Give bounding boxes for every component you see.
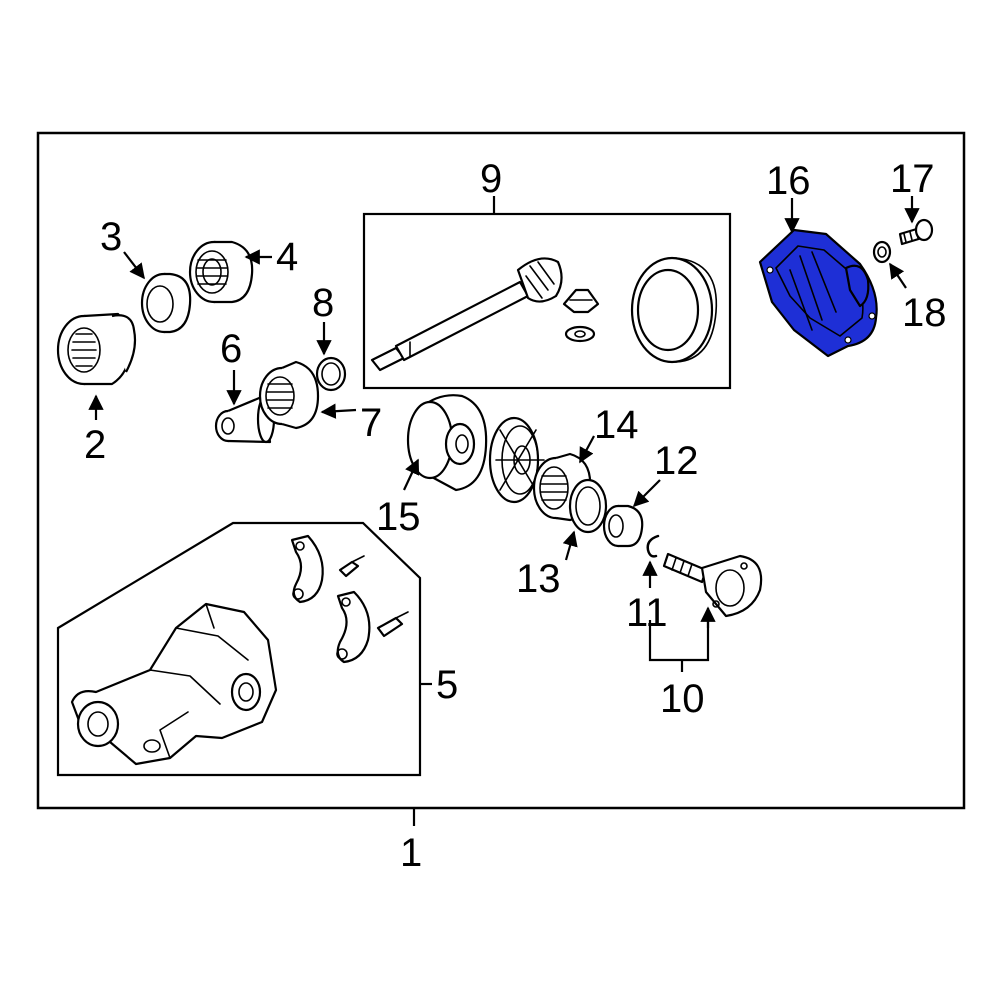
callout-4: 4 xyxy=(276,235,298,279)
callout-7: 7 xyxy=(360,401,382,445)
part-16-rear-cover[interactable] xyxy=(758,228,878,358)
part-5-upper-bracket[interactable] xyxy=(290,534,365,604)
assembly-frame xyxy=(36,131,966,810)
part-9-ring-gear[interactable] xyxy=(630,256,718,364)
part-15-diff-case[interactable] xyxy=(406,394,488,492)
callout-3: 3 xyxy=(100,215,122,259)
callout-13: 13 xyxy=(516,557,561,601)
callout-2: 2 xyxy=(84,423,106,467)
callout-18: 18 xyxy=(902,291,947,335)
part-9-side-gear[interactable] xyxy=(562,288,600,343)
callout-8: 8 xyxy=(312,281,334,325)
part-13-shim[interactable] xyxy=(568,478,608,534)
callout-15: 15 xyxy=(376,495,421,539)
part-9-pinion-shaft[interactable] xyxy=(370,257,563,372)
callout-12: 12 xyxy=(654,439,699,483)
callout-16: 16 xyxy=(766,159,811,203)
carrier-box xyxy=(56,521,422,777)
part-5-lower-bracket[interactable] xyxy=(336,590,409,664)
part-17-bolt[interactable] xyxy=(898,218,934,246)
callout-9: 9 xyxy=(480,157,502,201)
ring-pinion-box xyxy=(362,212,732,390)
part-4-bearing[interactable] xyxy=(188,240,254,304)
callout-1: 1 xyxy=(400,831,422,875)
part-8-shim[interactable] xyxy=(315,356,347,392)
part-11-snap-ring[interactable] xyxy=(646,534,660,558)
callout-17: 17 xyxy=(890,157,935,201)
part-12-seal[interactable] xyxy=(602,504,644,548)
part-3-seal[interactable] xyxy=(140,272,192,334)
part-7-bearing[interactable] xyxy=(258,360,320,430)
part-10-axle-flange[interactable] xyxy=(662,552,763,618)
part-18-washer[interactable] xyxy=(872,240,892,264)
part-2-flange[interactable] xyxy=(56,312,137,386)
callout-6: 6 xyxy=(220,327,242,371)
part-5-carrier-housing[interactable] xyxy=(70,602,278,766)
callout-10: 10 xyxy=(660,677,705,721)
callout-11: 11 xyxy=(626,591,668,635)
callout-5: 5 xyxy=(436,663,458,707)
callout-14: 14 xyxy=(594,403,639,447)
differential-gear-plate[interactable] xyxy=(488,416,545,504)
